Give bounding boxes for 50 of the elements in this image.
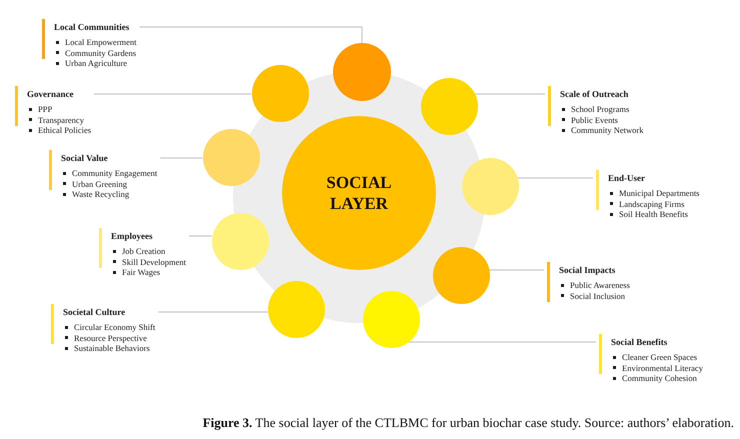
list-heading: Social Impacts bbox=[559, 265, 616, 275]
leader-line bbox=[140, 26, 363, 43]
list-item: Public Events bbox=[562, 114, 618, 125]
list-item: Transparency bbox=[29, 114, 84, 125]
list-item: Circular Economy Shift bbox=[65, 322, 156, 332]
list-item: Local Empowerment bbox=[56, 37, 137, 48]
hub-title: SOCIAL LAYER bbox=[325, 172, 393, 214]
list-item: Skill Development bbox=[113, 256, 186, 267]
list-heading: Local Communities bbox=[54, 22, 130, 32]
list-item: Fair Wages bbox=[113, 267, 160, 278]
list-item: Environmental Literacy bbox=[613, 362, 703, 373]
leader-line bbox=[158, 311, 268, 313]
list-item: Municipal Departments bbox=[610, 188, 700, 198]
list-item: Cleaner Green Spaces bbox=[613, 352, 698, 362]
list-item: Community Engagement bbox=[63, 168, 158, 178]
list-heading: End-User bbox=[608, 173, 646, 183]
list-item: Community Gardens bbox=[56, 48, 136, 58]
list-item: Community Network bbox=[562, 125, 644, 136]
figure-caption: Figure 3. The social layer of the CTLBMC for urban biochar case study. Source: authors’ elaboration. bbox=[202, 415, 734, 431]
list-item: Sustainable Behaviors bbox=[65, 343, 150, 354]
circle bbox=[432, 246, 490, 304]
list-heading: Scale of Outreach bbox=[560, 89, 628, 99]
list-heading: Governance bbox=[27, 89, 74, 99]
list-item: Ethical Policies bbox=[29, 125, 92, 136]
list-item: Urban Greening bbox=[63, 178, 127, 189]
circle bbox=[268, 280, 324, 338]
circle bbox=[420, 78, 478, 134]
leader-line bbox=[517, 177, 593, 179]
list-item: Waste Recycling bbox=[63, 189, 130, 200]
list-item: Community Cohesion bbox=[613, 373, 697, 384]
leader-line bbox=[94, 93, 252, 95]
list-heading: Societal Culture bbox=[63, 307, 126, 317]
list-item: PPP bbox=[29, 104, 52, 114]
list-item: Job Creation bbox=[113, 246, 166, 256]
list-heading: Social Benefits bbox=[611, 337, 668, 347]
circle bbox=[202, 128, 260, 186]
leader-line bbox=[189, 235, 212, 237]
list-item: School Programs bbox=[562, 104, 630, 114]
list-heading: Social Value bbox=[61, 153, 108, 163]
leader-line bbox=[408, 341, 596, 343]
list-item: Social Inclusion bbox=[561, 290, 626, 301]
list-item: Public Awareness bbox=[561, 280, 630, 290]
list-item: Landscaping Firms bbox=[610, 198, 684, 209]
list-item: Soil Health Benefits bbox=[610, 209, 688, 220]
list-item: Urban Agriculture bbox=[56, 58, 128, 68]
leader-line bbox=[489, 269, 544, 271]
list-heading: Employees bbox=[111, 231, 152, 241]
leader-line bbox=[474, 93, 545, 95]
leader-line bbox=[160, 157, 202, 159]
list-item: Resource Perspective bbox=[65, 332, 147, 343]
